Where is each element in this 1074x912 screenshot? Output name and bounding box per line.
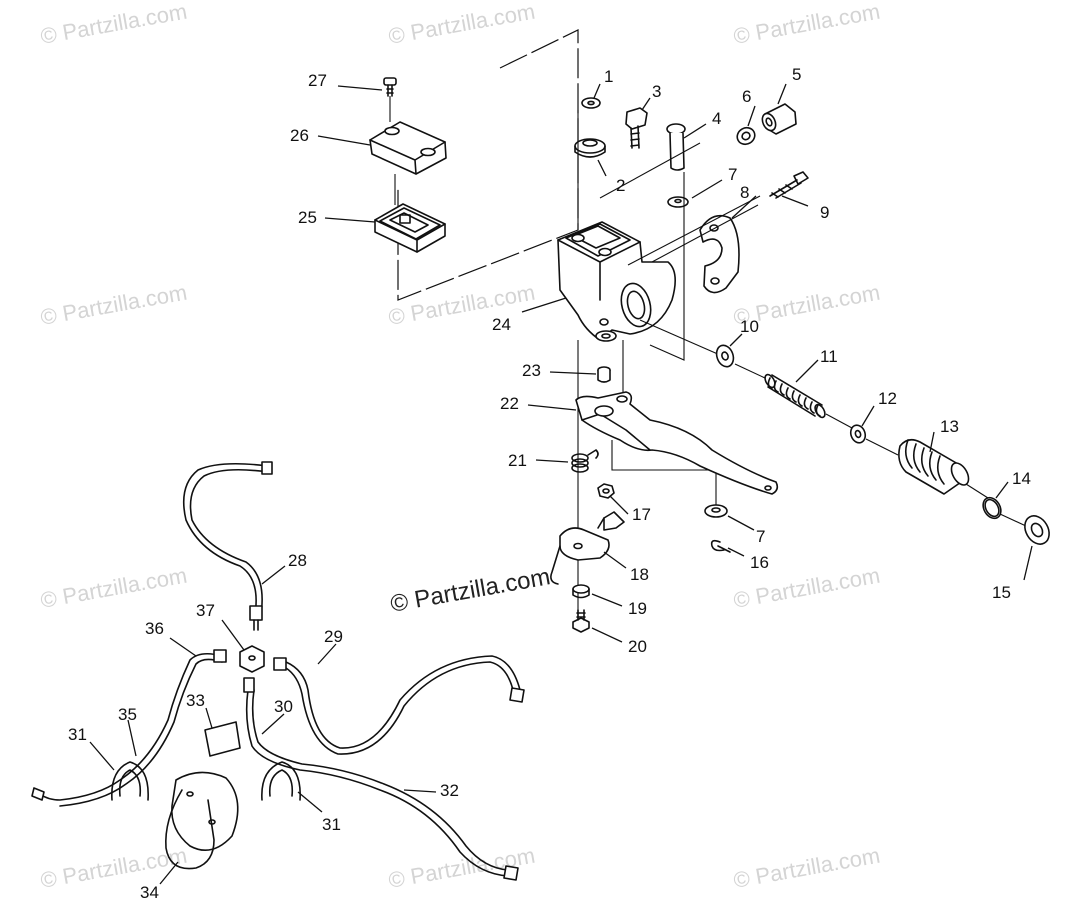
callout-1: 1 — [604, 67, 613, 86]
callout-29: 29 — [324, 627, 343, 646]
part-11-spring — [764, 373, 826, 419]
part-2-grommet — [574, 138, 606, 158]
watermark: © Partzilla.com — [732, 0, 882, 49]
callout-3: 3 — [652, 82, 661, 101]
leader-lines — [89, 83, 1033, 885]
part-31-hose-clip-right — [261, 761, 301, 801]
callout-27: 27 — [308, 71, 327, 90]
part-7-washer-lower — [704, 504, 728, 518]
callout-labels: 27 26 25 1 2 3 4 5 6 7 8 9 10 11 12 13 1… — [68, 65, 1031, 902]
watermark: © Partzilla.com — [39, 0, 189, 49]
part-3-banjo-bolt — [625, 107, 648, 149]
part-22-brake-lever — [575, 391, 779, 495]
watermark: © Partzilla.com — [387, 280, 537, 330]
part-16-e-clip — [710, 539, 731, 553]
callout-24: 24 — [492, 315, 511, 334]
callout-23: 23 — [522, 361, 541, 380]
part-26-reservoir-cover — [369, 121, 447, 175]
callout-31-right: 31 — [322, 815, 341, 834]
callout-18: 18 — [630, 565, 649, 584]
callout-2: 2 — [616, 176, 625, 195]
part-29-brake-hose — [273, 655, 525, 755]
part-27-screw — [383, 77, 397, 97]
part-9-screw — [769, 171, 809, 199]
part-28-brake-hose — [182, 461, 273, 631]
watermark: © Partzilla.com — [39, 280, 189, 330]
watermark: © Partzilla.com — [732, 843, 882, 893]
callout-19: 19 — [628, 599, 647, 618]
part-24-master-cylinder — [557, 221, 676, 342]
part-20-screw — [572, 609, 590, 633]
callout-5: 5 — [792, 65, 801, 84]
part-8-handlebar-clamp — [699, 214, 740, 294]
callout-7: 7 — [728, 165, 737, 184]
part-15-seal — [1024, 515, 1050, 545]
callout-21: 21 — [508, 451, 527, 470]
part-35-36-brake-hose — [31, 649, 227, 807]
callout-16: 16 — [750, 553, 769, 572]
callout-35: 35 — [118, 705, 137, 724]
part-6-o-ring — [736, 126, 756, 146]
callout-13: 13 — [940, 417, 959, 436]
part-37-junction-block — [239, 645, 265, 673]
part-21-torsion-spring — [571, 449, 599, 473]
callout-31: 31 — [68, 725, 87, 744]
callout-10: 10 — [740, 317, 759, 336]
callout-12: 12 — [878, 389, 897, 408]
part-5-dust-boot — [761, 103, 797, 135]
callout-9: 9 — [820, 203, 829, 222]
callout-22: 22 — [500, 394, 519, 413]
callout-17: 17 — [632, 505, 651, 524]
part-31-hose-clip — [111, 761, 149, 801]
callout-28: 28 — [288, 551, 307, 570]
callout-8: 8 — [740, 183, 749, 202]
part-23-bushing — [597, 366, 611, 383]
part-25-diaphragm — [374, 203, 446, 253]
part-33-34-hose-guide — [165, 721, 241, 870]
callout-6: 6 — [742, 87, 751, 106]
part-1-washer — [581, 97, 601, 109]
part-17-nut — [597, 483, 615, 499]
part-12-washer — [849, 424, 867, 444]
callout-20: 20 — [628, 637, 647, 656]
callout-15: 15 — [992, 583, 1011, 602]
watermark: © Partzilla.com — [39, 563, 189, 613]
callout-36: 36 — [145, 619, 164, 638]
callout-32: 32 — [440, 781, 459, 800]
part-13-piston — [898, 438, 970, 495]
callout-30: 30 — [274, 697, 293, 716]
callout-7-lower: 7 — [756, 527, 765, 546]
callout-26: 26 — [290, 126, 309, 145]
callout-4: 4 — [712, 109, 721, 128]
callout-34: 34 — [140, 883, 159, 902]
part-10-washer — [715, 344, 735, 368]
part-30-32-brake-hose — [243, 677, 519, 881]
callout-25: 25 — [298, 208, 317, 227]
part-18-brake-switch — [550, 511, 625, 585]
part-14-circlip — [982, 496, 1002, 520]
callout-14: 14 — [1012, 469, 1031, 488]
callout-33: 33 — [186, 691, 205, 710]
center-watermark: © Partzilla.com — [388, 563, 552, 618]
callout-11: 11 — [820, 347, 838, 366]
part-19-lock-washer — [572, 584, 590, 599]
watermark: © Partzilla.com — [387, 0, 537, 49]
callout-37: 37 — [196, 601, 215, 620]
part-4-pivot-pin — [666, 123, 686, 171]
